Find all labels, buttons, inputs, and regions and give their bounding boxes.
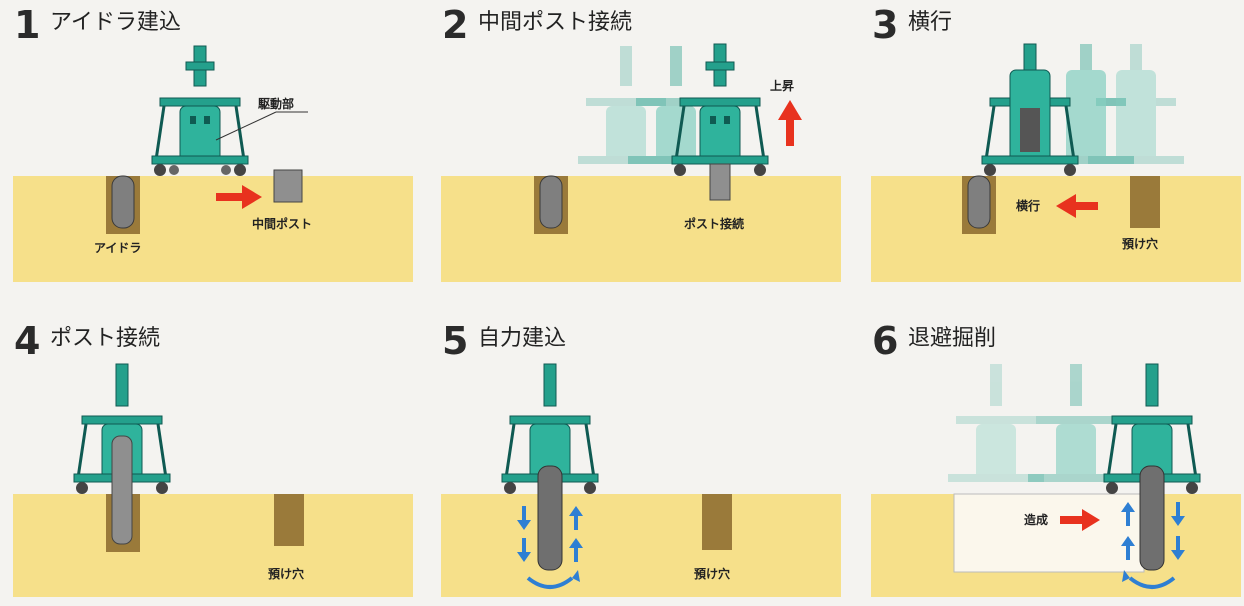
label-idler: アイドラ [94,241,142,255]
step-title: ポスト接続 [50,326,161,351]
right-red-arrow [216,185,262,209]
step-number: 6 [872,319,899,363]
ground [441,176,841,282]
blue-rotation-arrow [1128,576,1176,589]
blue-rotation-arrow [526,576,574,589]
blue-arrow-down [1171,502,1185,526]
step-title: 自力建込 [478,326,567,351]
step-2-illustration [441,43,841,282]
machine-ghost [1038,44,1134,164]
step-6-panel: 6 退避掘削 [866,316,1244,606]
blue-arrow-down [517,538,531,562]
machine [501,363,599,571]
step-title: 退避掘削 [908,326,997,351]
right-red-arrow [1060,509,1100,531]
blue-arrow-up [569,506,583,530]
machine-ghost [1088,44,1184,164]
step-3-illustration [871,43,1241,282]
label-traverse: 横行 [1016,199,1041,213]
machine [671,43,769,201]
step-4-illustration [13,363,413,597]
machine [981,43,1079,176]
storage-hole [702,494,732,550]
machine [73,363,171,545]
idler-post [111,175,135,229]
ground [13,176,413,282]
step-number: 1 [14,3,41,47]
step-2-panel: 2 中間ポスト接続 上昇 [436,0,844,290]
left-red-arrow [1056,194,1098,218]
step-title: アイドラ建込 [50,10,181,35]
storage-hole [1130,176,1160,228]
idler-post [539,175,563,229]
label-storage-hole: 預け穴 [1122,237,1159,251]
label-storage-hole: 預け穴 [694,567,731,581]
step-1-illustration [13,45,413,282]
step-4-panel: 4 ポスト接続 預け穴 [8,316,416,606]
label-create: 造成 [1024,513,1049,527]
step-1-panel: 1 アイドラ建込 駆動部 中間ポスト アイドラ [8,0,416,290]
label-drive-unit: 駆動部 [258,97,295,111]
middle-post [273,169,303,203]
blue-arrow-up [569,538,583,562]
label-rise: 上昇 [770,79,795,93]
label-middle-post: 中間ポスト [252,217,313,231]
step-title: 横行 [908,10,953,35]
blue-arrow-up [1121,502,1135,526]
step-title: 中間ポスト接続 [478,10,633,35]
machine-ghost [578,46,674,164]
machine-ghost [948,364,1044,482]
label-storage-hole: 預け穴 [268,567,305,581]
ground [871,176,1241,282]
step-number: 4 [14,319,41,363]
idler-post [967,175,991,229]
ground [441,494,841,597]
machine-ghost [1028,364,1124,482]
machine [151,45,249,176]
step-number: 5 [442,319,469,363]
label-post-connect: ポスト接続 [684,217,745,231]
storage-hole [274,494,304,546]
blue-arrow-up [1121,536,1135,560]
step-number: 3 [872,3,899,47]
machine [1103,363,1201,571]
up-red-arrow [778,100,802,146]
step-number: 2 [442,3,469,47]
step-5-panel: 5 自力建込 預け穴 [436,316,844,606]
step-5-illustration [441,363,841,597]
excavated-area [953,493,1145,573]
blue-arrow-down [517,506,531,530]
blue-arrow-down [1171,536,1185,560]
ground [13,494,413,597]
step-3-panel: 3 横行 横行 預け穴 [866,0,1244,290]
step-6-illustration [871,363,1241,597]
